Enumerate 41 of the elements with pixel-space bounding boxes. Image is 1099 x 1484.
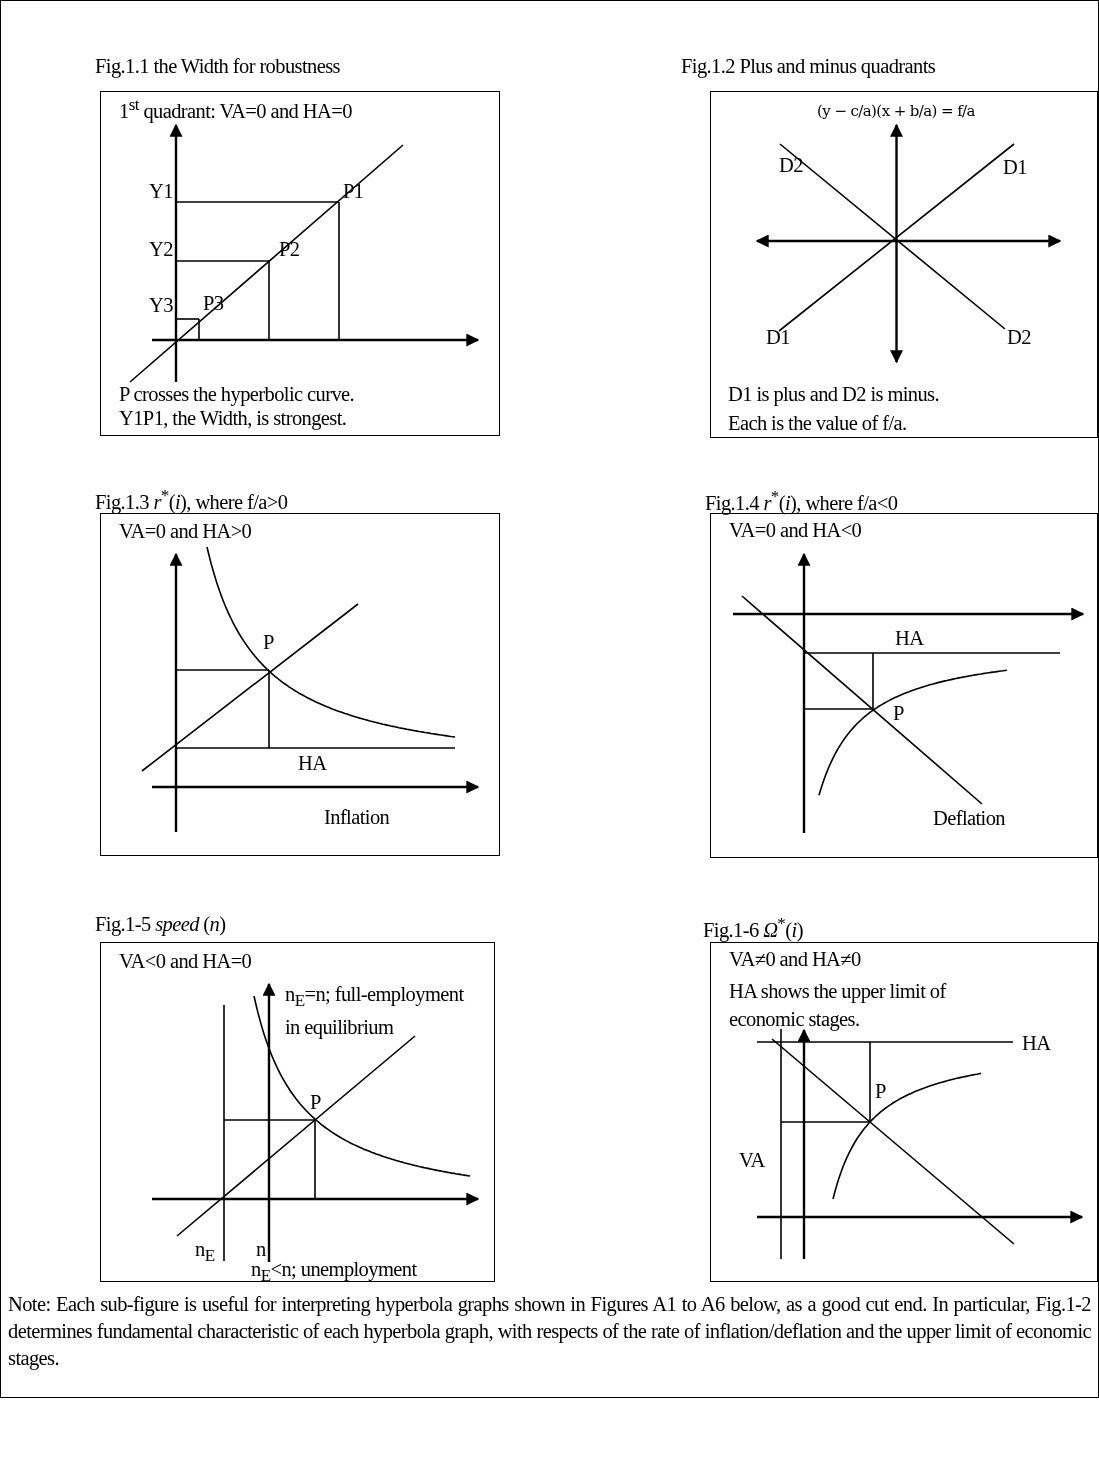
point-label: Y1 (149, 180, 173, 202)
axis-label: n$_{E}$ (195, 1238, 215, 1268)
figure-title: Fig.1.3 r$^{*}$(i), where f/a>0 (95, 485, 288, 513)
condition-text: VA≠0 and HA≠0 (729, 948, 861, 970)
note-text: Note: Each sub-figure is useful for interpreting hyperbola graphs shown in Figures A1 to A6 below, as a good cut end. In particular, Fig.1-2 determines fundamental characteristic of each hyperbola graph, with respects of the rate of inflation/deflation and the upper limit of economic stages. (8, 1292, 1091, 1372)
line-label: D1 (1003, 156, 1027, 178)
line-label: D2 (779, 154, 803, 176)
figure-title: Fig.1.2 Plus and minus quadrants (681, 55, 936, 77)
panel-note: P crosses the hyperbolic curve. (119, 383, 355, 405)
line-label: HA (895, 627, 924, 649)
line-label: VA (739, 1149, 765, 1171)
point-label: P (893, 702, 904, 724)
annotation-text: n$_{E}$<n; unemployment (251, 1258, 417, 1288)
point-label: Y3 (149, 294, 173, 316)
point-label: P (310, 1091, 321, 1113)
axis-label: Deflation (933, 807, 1005, 829)
formula-text: (y − c/a)(x + b/a) = f/a (816, 101, 976, 122)
axis-label: Inflation (324, 806, 390, 828)
point-label: P (875, 1080, 886, 1102)
condition-text: VA=0 and HA<0 (729, 519, 862, 541)
condition-text: 1$^{st}$ quadrant: VA=0 and HA=0 (119, 94, 352, 122)
figure-title: Fig.1.1 the Width for robustness (95, 55, 340, 77)
annotation-text: n$_{E}$=n; full-employment in equilibrium (285, 982, 465, 1041)
condition-text: VA=0 and HA>0 (119, 520, 252, 542)
panel-note: Y1P1, the Width, is strongest. (119, 407, 347, 429)
axis-label: n (256, 1238, 266, 1260)
figure-title: Fig.1-5 speed (n) (95, 913, 226, 935)
panel-note: D1 is plus and D2 is minus. (728, 383, 940, 405)
figure-title: Fig.1-6 Ω$^{*}$(i) (703, 913, 803, 941)
line-label: D2 (1007, 326, 1031, 348)
point-label: P2 (279, 238, 300, 260)
point-label: P (263, 631, 274, 653)
point-label: Y2 (149, 238, 173, 260)
panel-note: Each is the value of f/a. (728, 412, 907, 434)
point-label: P3 (203, 292, 224, 314)
condition-text: VA<0 and HA=0 (119, 950, 252, 972)
line-label: HA (1022, 1032, 1051, 1054)
line-label: HA (298, 752, 327, 774)
condition-text: HA shows the upper limit of economic stages. (729, 979, 948, 1033)
figure-frame (0, 0, 1099, 1398)
line-label: D1 (766, 326, 790, 348)
